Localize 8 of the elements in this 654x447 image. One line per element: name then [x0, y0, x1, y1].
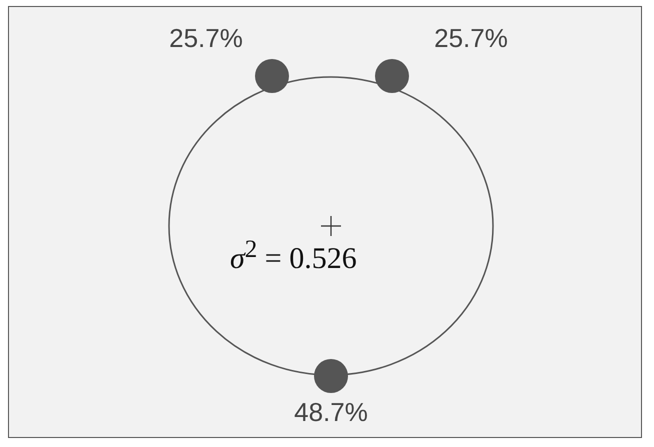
variance-formula: σ$^{2}$ = 0.526 [230, 236, 357, 276]
dot-marker [314, 359, 348, 393]
percentage-label: 48.7% [294, 397, 368, 428]
circle-outline [168, 76, 494, 376]
percentage-label: 25.7% [169, 23, 243, 54]
dot-marker [375, 59, 409, 93]
dot-marker [255, 59, 289, 93]
percentage-label: 25.7% [434, 23, 508, 54]
